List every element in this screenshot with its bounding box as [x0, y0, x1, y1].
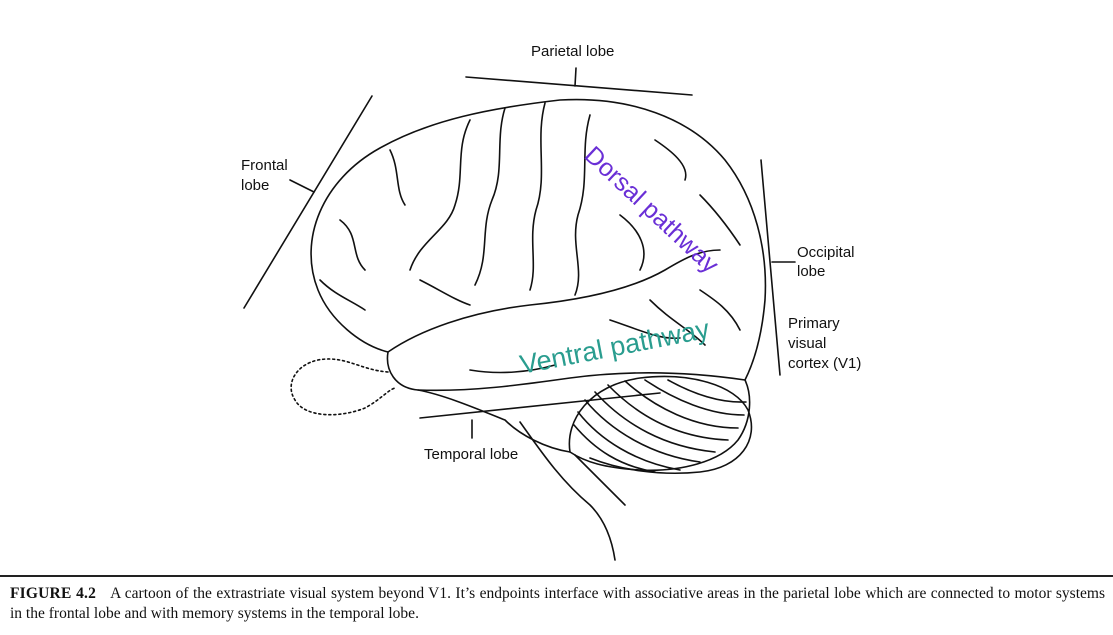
caption-rule — [0, 575, 1113, 577]
olfactory-bulb — [290, 358, 396, 416]
dorsal-pathway-label: Dorsal pathway — [579, 141, 724, 279]
occipital-lobe-line — [760, 159, 781, 376]
frontal-lobe-line — [243, 95, 373, 309]
primary-visual-label-line2: visual — [788, 335, 826, 352]
caption-text: A cartoon of the extrastriate visual sys… — [10, 585, 1105, 622]
frontal-lobe-pointer — [289, 179, 315, 193]
primary-visual-label-line3: cortex (V1) — [788, 355, 861, 372]
brain-outline — [310, 98, 767, 472]
primary-visual-label-line1: Primary — [788, 315, 840, 332]
parietal-lobe-line — [465, 76, 693, 96]
parietal-lobe-tick — [574, 67, 577, 87]
frontal-lobe-label-line1: Frontal — [241, 157, 288, 174]
brainstem — [519, 421, 616, 561]
ventral-pathway-label: Ventral pathway — [517, 314, 712, 380]
temporal-lobe-label: Temporal lobe — [424, 446, 518, 463]
sylvian-fissure — [387, 249, 721, 353]
cerebellum — [568, 375, 753, 475]
figure-number: FIGURE 4.2 — [10, 585, 97, 602]
temporal-lobe-line — [419, 392, 661, 419]
parietal-lobe-label: Parietal lobe — [531, 43, 614, 60]
frontal-lobe-label-line2: lobe — [241, 177, 269, 194]
occipital-lobe-label-line2: lobe — [797, 263, 825, 280]
temporal-boundary — [417, 372, 746, 392]
occipital-lobe-label-line1: Occipital — [797, 244, 855, 261]
